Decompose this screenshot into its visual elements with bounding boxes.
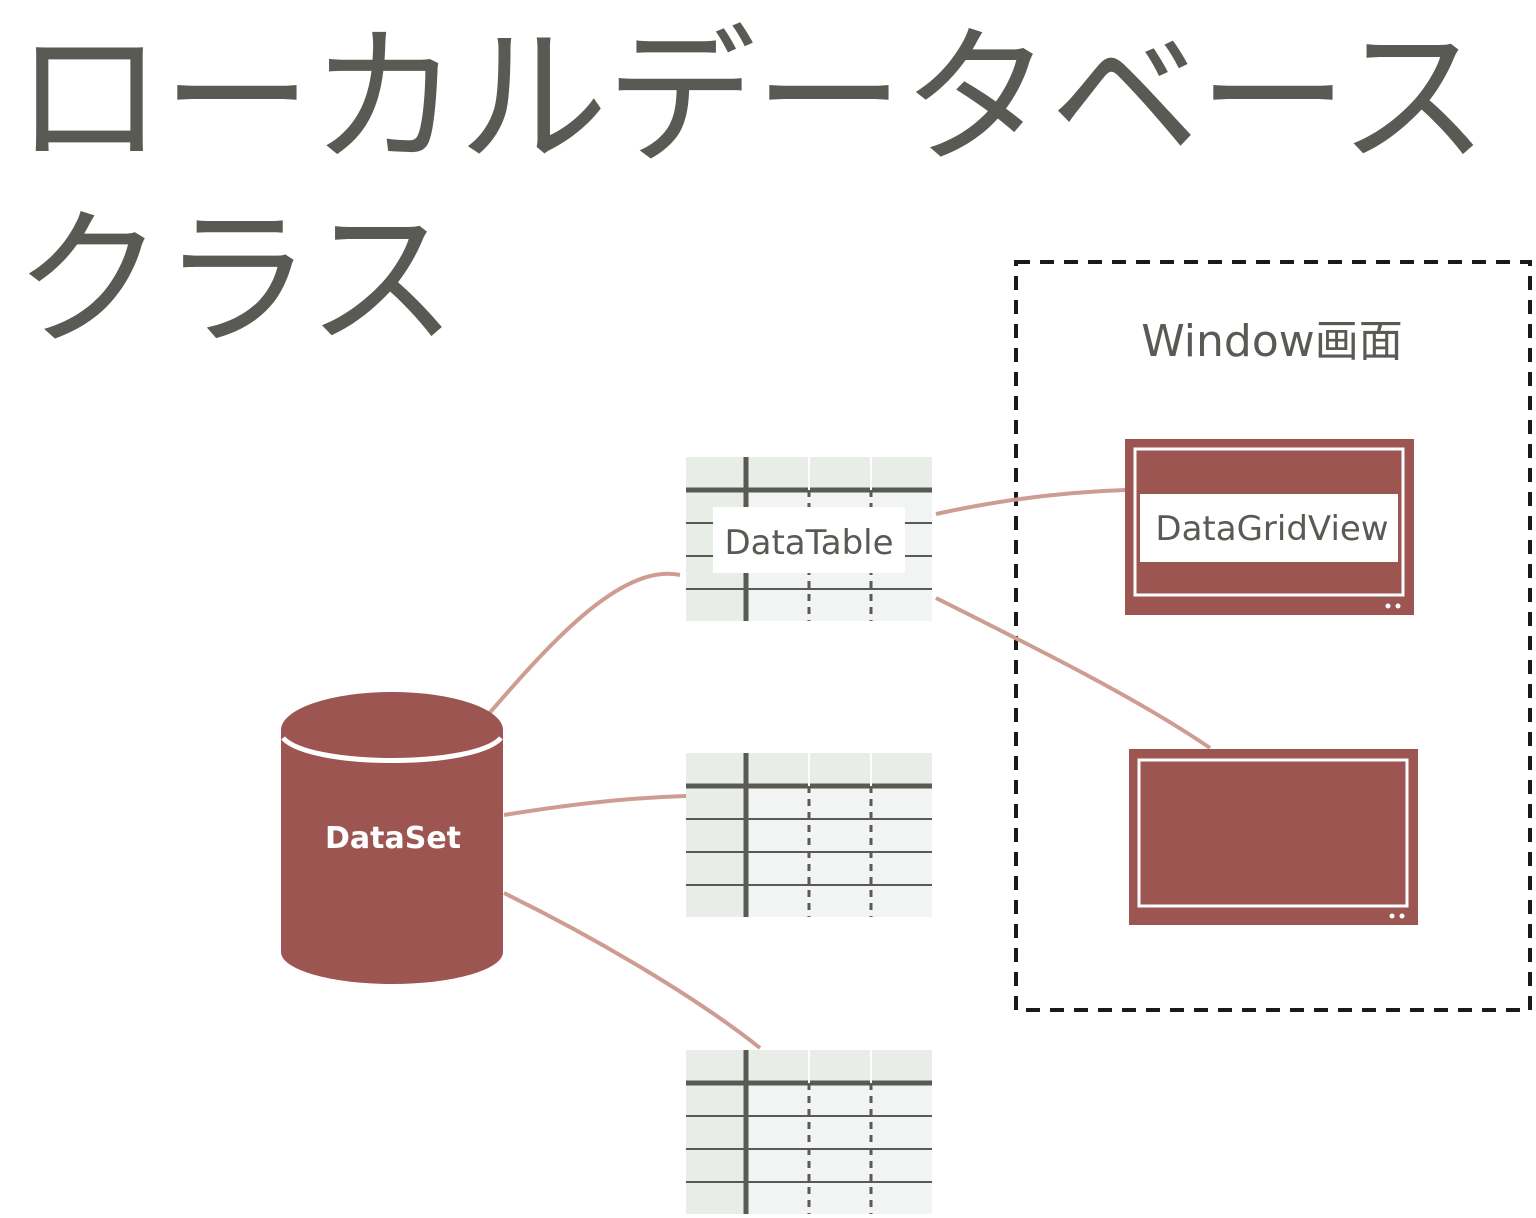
data-table-3 — [686, 1050, 932, 1214]
datagridview-label: DataGridView — [1155, 509, 1388, 549]
connector-table1-grid2 — [935, 596, 1212, 750]
grid1-dot-b — [1395, 603, 1401, 609]
datagridview-2 — [1129, 749, 1418, 925]
slide-title: ローカルデータベース クラス — [14, 12, 1489, 368]
grid2-dot-a — [1389, 913, 1395, 919]
dataset-cylinder: DataSet — [281, 692, 503, 984]
window-frame — [1014, 260, 1532, 1012]
data-table-2 — [686, 753, 932, 917]
connector-table1-grid1 — [935, 488, 1127, 516]
window-label: Window画面 — [1141, 316, 1403, 367]
grid2-dot-b — [1399, 913, 1405, 919]
connector-dataset-table2 — [503, 794, 687, 817]
grid1-dot-a — [1385, 603, 1391, 609]
data-table-1: DataTable — [686, 457, 932, 621]
data-table-label: DataTable — [724, 523, 893, 563]
connector-dataset-table3 — [503, 891, 762, 1050]
dataset-label: DataSet — [325, 821, 461, 856]
datagridview-1: DataGridView — [1125, 439, 1414, 615]
